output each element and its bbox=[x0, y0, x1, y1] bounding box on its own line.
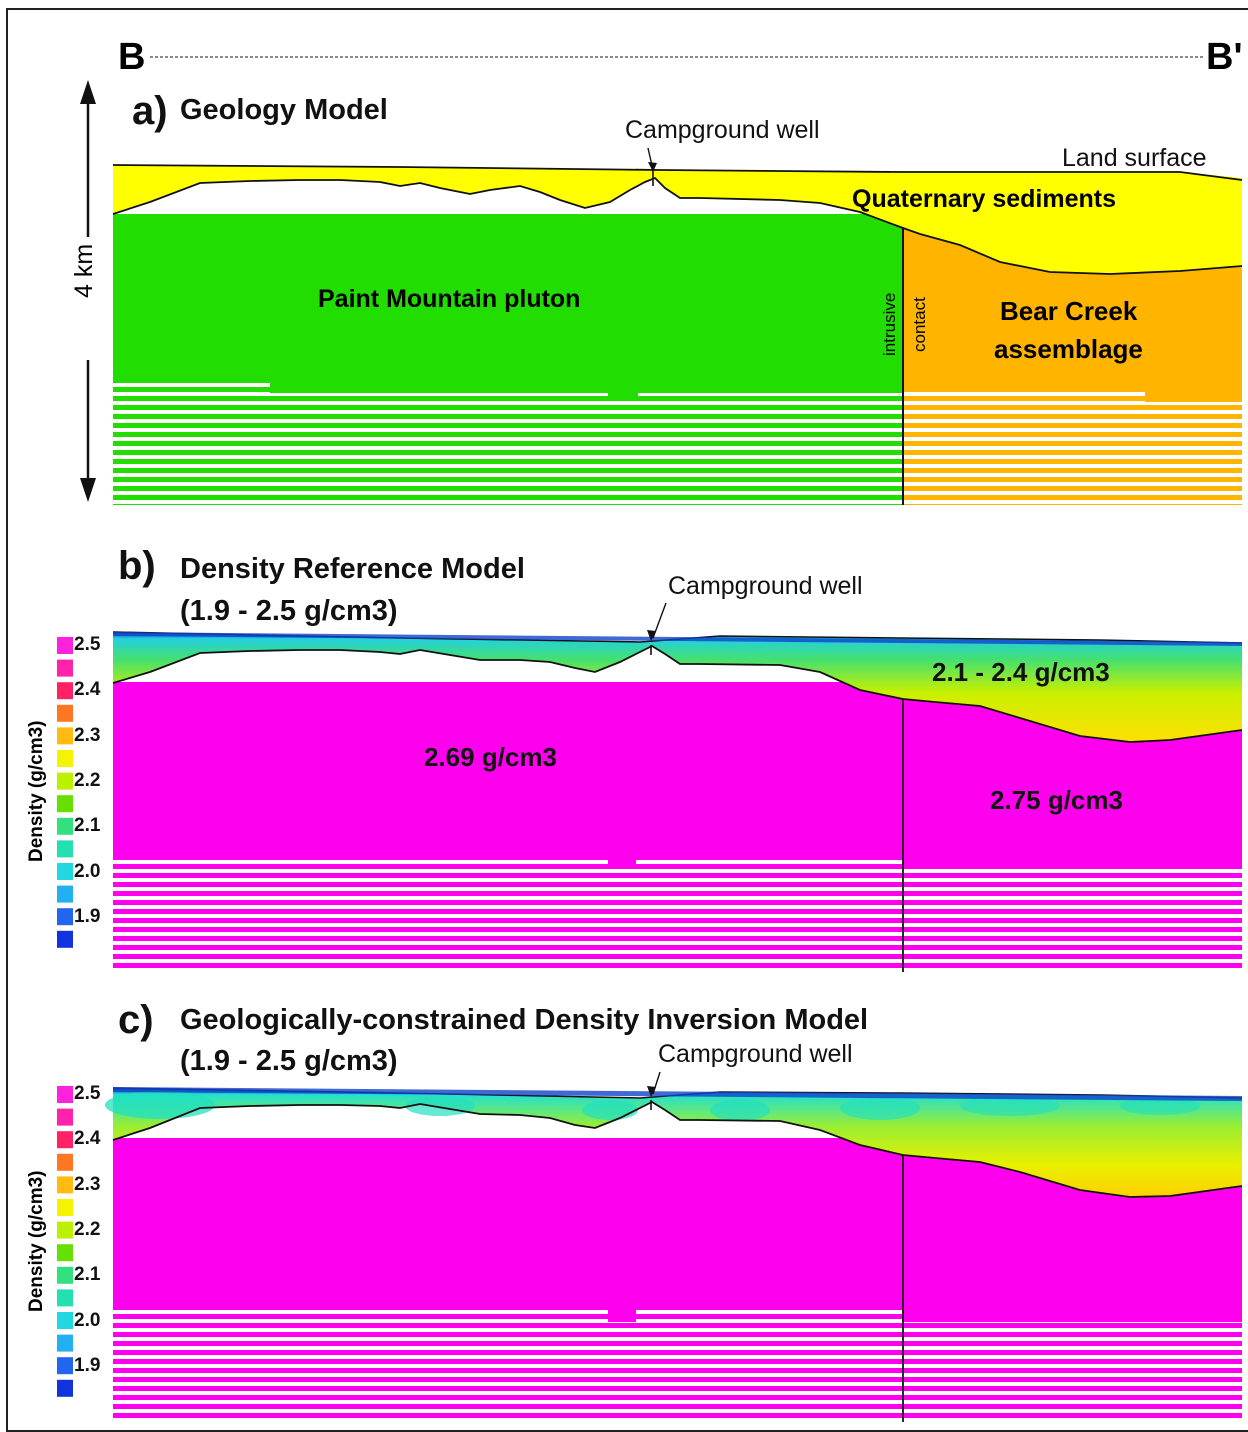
quaternary-label: Quaternary sediments bbox=[852, 185, 1116, 213]
scale-label: 4 km bbox=[70, 243, 98, 298]
density-swatch bbox=[57, 1199, 73, 1216]
density-tick-label: 2.2 bbox=[74, 1218, 101, 1240]
panel-b-letter: b) bbox=[118, 544, 156, 588]
pluton-label: Paint Mountain pluton bbox=[318, 285, 581, 313]
panel-c-well-label: Campground well bbox=[658, 1040, 853, 1068]
density-swatch bbox=[57, 772, 73, 790]
density-swatch bbox=[57, 885, 73, 903]
intrusive-label: intrusive bbox=[880, 292, 899, 356]
panel-a-letter: a) bbox=[132, 89, 168, 133]
density-swatch bbox=[57, 1334, 73, 1352]
density-swatches-b bbox=[57, 637, 73, 948]
density-swatch bbox=[57, 1153, 73, 1171]
panel-c-title: Geologically-constrained Density Inversi… bbox=[180, 1004, 869, 1036]
density-tick-label: 2.3 bbox=[74, 1173, 101, 1195]
density-tick-label: 2.1 bbox=[74, 1264, 101, 1286]
profile-start-label: B bbox=[118, 36, 146, 78]
density-swatch bbox=[57, 795, 73, 813]
density-swatch bbox=[57, 1357, 73, 1375]
pluton-density-body bbox=[113, 682, 903, 855]
panel-c-density-inversion bbox=[105, 1071, 1243, 1422]
density-axis-label-b: Density (g/cm3) bbox=[26, 720, 47, 862]
scale-arrow bbox=[80, 80, 96, 502]
density-tick-label: 2.5 bbox=[74, 634, 101, 655]
density-swatch bbox=[57, 1086, 73, 1103]
land-surface-label: Land surface bbox=[1062, 144, 1207, 172]
density-swatch bbox=[57, 704, 73, 722]
density-swatch bbox=[57, 1379, 73, 1397]
pluton-density-label: 2.69 g/cm3 bbox=[424, 742, 557, 772]
density-swatch bbox=[57, 863, 73, 880]
density-swatch bbox=[57, 1312, 73, 1329]
panel-a-title: Geology Model bbox=[180, 94, 388, 126]
density-swatch bbox=[57, 1266, 73, 1284]
panel-b-well-label: Campground well bbox=[668, 572, 863, 600]
density-swatch bbox=[57, 750, 73, 767]
density-swatches-c bbox=[57, 1086, 73, 1397]
density-swatch bbox=[57, 659, 73, 677]
density-tick-label: 2.1 bbox=[74, 815, 101, 837]
density-swatch bbox=[57, 1289, 73, 1307]
density-tick-label: 2.0 bbox=[74, 860, 101, 882]
bear-creek-density-label: 2.75 g/cm3 bbox=[990, 785, 1123, 815]
density-swatch bbox=[57, 930, 73, 948]
sediment-density-body bbox=[113, 1088, 1242, 1197]
pluton-unit bbox=[113, 214, 903, 383]
density-contact-line bbox=[112, 1100, 1243, 1198]
density-swatch bbox=[57, 682, 73, 700]
density-swatch bbox=[57, 1176, 73, 1194]
density-swatch bbox=[57, 1244, 73, 1262]
density-swatch bbox=[57, 1131, 73, 1149]
land-surface-line bbox=[112, 164, 1243, 181]
panel-b-density-reference bbox=[112, 602, 1243, 972]
density-tick-label: 2.4 bbox=[74, 679, 101, 701]
panel-a-geology bbox=[112, 147, 1243, 505]
density-contact-line bbox=[112, 644, 1243, 743]
density-tick-label: 2.2 bbox=[74, 769, 101, 791]
density-swatch bbox=[57, 727, 73, 745]
panel-b-title: Density Reference Model bbox=[180, 553, 525, 585]
density-swatch bbox=[57, 840, 73, 858]
contact-label: contact bbox=[910, 297, 929, 352]
panel-c-subtitle: (1.9 - 2.5 g/cm3) bbox=[180, 1045, 398, 1077]
density-tick-label: 2.3 bbox=[74, 724, 101, 746]
sediment-base-line bbox=[112, 176, 1243, 275]
density-axis-label-c: Density (g/cm3) bbox=[26, 1170, 47, 1312]
bear-creek-label-1: Bear Creek bbox=[1000, 296, 1138, 326]
density-swatch bbox=[57, 817, 73, 835]
density-tick-label: 1.9 bbox=[74, 1354, 101, 1376]
density-tick-label: 2.0 bbox=[74, 1309, 101, 1331]
density-tick-label: 2.5 bbox=[74, 1083, 101, 1104]
profile-end-label: B' bbox=[1206, 36, 1243, 78]
density-swatch bbox=[57, 1221, 73, 1239]
panel-a-well-label: Campground well bbox=[625, 116, 820, 144]
sediment-unit bbox=[113, 165, 1242, 274]
bear-creek-label-2: assemblage bbox=[994, 334, 1143, 364]
density-tick-label: 1.9 bbox=[74, 905, 101, 927]
density-swatch bbox=[57, 637, 73, 654]
sediment-density-label: 2.1 - 2.4 g/cm3 bbox=[932, 657, 1110, 687]
pluton-density-body bbox=[113, 1138, 903, 1310]
density-swatch bbox=[57, 908, 73, 926]
density-swatch bbox=[57, 1108, 73, 1126]
density-tick-label: 2.4 bbox=[74, 1128, 101, 1150]
panel-b-subtitle: (1.9 - 2.5 g/cm3) bbox=[180, 595, 398, 627]
sediment-density-body bbox=[113, 632, 1242, 742]
panel-c-letter: c) bbox=[118, 998, 154, 1042]
